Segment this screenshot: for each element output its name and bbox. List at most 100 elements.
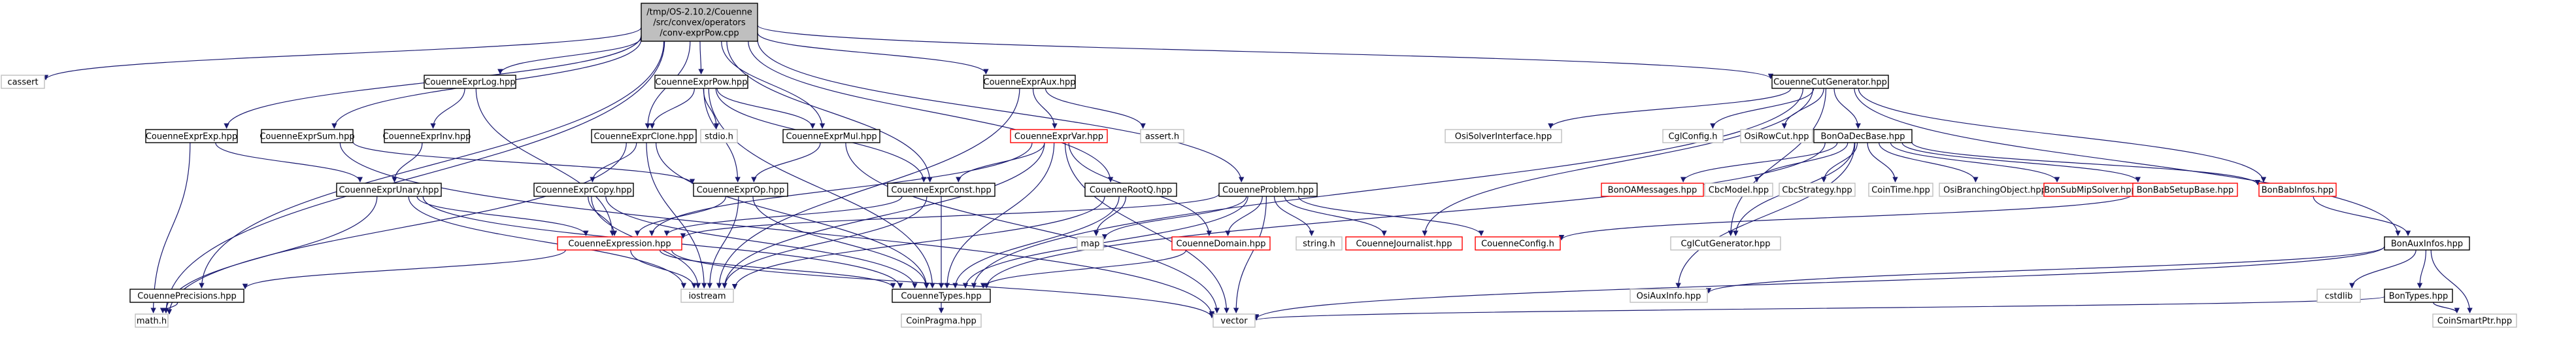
edge-bonOaDec-to-types (984, 142, 1826, 289)
node-journalist[interactable]: CouenneJournalist.hpp (1345, 236, 1463, 251)
node-mathh-label: math.h (137, 317, 167, 327)
edge-problem-to-config (1297, 196, 1484, 236)
node-journalist-label: CouenneJournalist.hpp (1356, 239, 1452, 249)
edge-root-to-precisions (199, 41, 665, 289)
edge-exprPow-to-exprClone (649, 88, 695, 129)
node-cbcStrategy: CbcStrategy.hpp (1779, 183, 1856, 197)
node-bonOaMsg[interactable]: BonOAMessages.hpp (1601, 183, 1704, 197)
edge-exprClone-to-iostream (646, 142, 707, 289)
node-root[interactable]: /tmp/OS-2.10.2/Couenne/src/convex/operat… (641, 3, 758, 42)
edge-problem-to-expression (680, 193, 1220, 239)
edge-bonAuxInfos-to-bonTypes (2417, 249, 2426, 289)
node-stringh-box (1296, 236, 1343, 251)
node-bonAuxInfos[interactable]: BonAuxInfos.hpp (2384, 236, 2470, 251)
edge-exprPow-to-exprMul (716, 88, 816, 129)
node-exprExp[interactable]: CouenneExprExp.hpp (145, 129, 238, 143)
node-precisions-box (129, 289, 244, 303)
node-stdio-label: stdio.h (705, 132, 733, 142)
node-root-label: /tmp/OS-2.10.2/Couenne (646, 8, 752, 18)
node-exprPow[interactable]: CouenneExprPow.hpp (654, 75, 748, 89)
node-cassert: cassert (1, 75, 45, 89)
node-types-label: CouenneTypes.hpp (901, 292, 981, 302)
edge-root-to-exprAux (757, 32, 989, 75)
edge-exprVar-to-iostream (722, 142, 1045, 289)
node-exprSum[interactable]: CouenneExprSum.hpp (259, 129, 355, 143)
edge-bonAuxInfos-to-cstdlib (2349, 249, 2417, 289)
node-cutGen-label: CouenneCutGenerator.hpp (1773, 78, 1887, 88)
edge-problem-to-stringh (1273, 196, 1314, 236)
node-config[interactable]: CouenneConfig.h (1475, 236, 1561, 251)
node-coinSmart-box (2432, 313, 2517, 328)
dependency-edges (42, 25, 2473, 321)
edge-exprConst-to-iostream (722, 196, 928, 289)
edge-domain-to-types (980, 249, 1187, 289)
node-exprClone-box (591, 129, 697, 143)
node-exprSum-box (261, 129, 354, 143)
node-exprMul[interactable]: CouenneExprMul.hpp (782, 129, 880, 143)
edge-expression-to-types (659, 249, 896, 289)
node-exprExp-label: CouenneExprExp.hpp (146, 132, 237, 142)
node-osiAux: OsiAuxInfo.hpp (1630, 289, 1708, 303)
edge-exprOp-to-expression (634, 196, 727, 236)
node-rootQ-label: CouenneRootQ.hpp (1090, 186, 1172, 196)
node-config-label: CouenneConfig.h (1481, 239, 1554, 249)
node-cglCutGen-label: CglCutGenerator.hpp (1681, 239, 1770, 249)
node-cbcModel-label: CbcModel.hpp (1709, 186, 1769, 196)
edge-bonOaDec-to-bonBabSetup (1901, 142, 2141, 183)
node-stdio-box (700, 129, 738, 143)
edge-exprPow-to-types (708, 88, 935, 289)
node-bonSubMip[interactable]: BonSubMipSolver.hpp (2043, 183, 2137, 197)
node-exprAux[interactable]: CouenneExprAux.hpp (983, 75, 1076, 89)
edge-exprLog-to-exprInv (430, 88, 465, 129)
node-osiSolver-label: OsiSolverInterface.hpp (1455, 132, 1552, 142)
node-coinTime-box (1868, 183, 1933, 197)
node-bonBabSetup-box (2132, 183, 2238, 197)
node-bonBabSetup[interactable]: BonBabSetupBase.hpp (2132, 183, 2238, 197)
node-exprLog[interactable]: CouenneExprLog.hpp (424, 75, 516, 89)
node-rootQ[interactable]: CouenneRootQ.hpp (1084, 183, 1177, 197)
node-exprPow-label: CouenneExprPow.hpp (656, 78, 748, 88)
node-bonOaMsg-box (1601, 183, 1704, 197)
edge-rootQ-to-iostream (731, 196, 1105, 290)
node-precisions[interactable]: CouennePrecisions.hpp (129, 289, 244, 303)
node-stringh-label: string.h (1303, 239, 1335, 249)
node-coinSmart: CoinSmartPtr.hpp (2432, 313, 2517, 328)
node-domain[interactable]: CouenneDomain.hpp (1171, 236, 1271, 251)
node-exprUnary[interactable]: CouenneExprUnary.hpp (336, 183, 442, 197)
node-exprOp[interactable]: CouenneExprOp.hpp (693, 183, 788, 197)
edge-exprAux-to-iostream (716, 88, 1020, 289)
node-exprConst[interactable]: CouenneExprConst.hpp (887, 183, 995, 197)
edge-problem-to-domain (1225, 196, 1263, 236)
node-cutGen[interactable]: CouenneCutGenerator.hpp (1771, 75, 1889, 89)
node-exprCopy[interactable]: CouenneExprCopy.hpp (533, 183, 634, 197)
node-exprVar[interactable]: CouenneExprVar.hpp (1010, 129, 1108, 143)
node-assert-box (1140, 129, 1184, 143)
node-exprClone[interactable]: CouenneExprClone.hpp (591, 129, 697, 143)
node-exprAux-label: CouenneExprAux.hpp (984, 78, 1076, 88)
node-exprCopy-box (533, 183, 634, 197)
node-bonAuxInfos-label: BonAuxInfos.hpp (2391, 239, 2463, 249)
node-journalist-box (1345, 236, 1463, 251)
node-domain-label: CouenneDomain.hpp (1176, 239, 1265, 249)
edge-root-to-mathh (163, 41, 665, 313)
node-bonOaDec[interactable]: BonOaDecBase.hpp (1813, 129, 1913, 143)
node-mathh-box (135, 313, 169, 328)
edge-root-to-cutGen (757, 25, 1773, 80)
node-bonBabInfos[interactable]: BonBabInfos.hpp (2258, 183, 2337, 197)
node-cglConfig-label: CglConfig.h (1668, 132, 1717, 142)
node-problem[interactable]: CouenneProblem.hpp (1218, 183, 1318, 197)
node-bonTypes[interactable]: BonTypes.hpp (2384, 289, 2453, 303)
node-root-label: /src/convex/operators (653, 18, 746, 28)
node-exprOp-label: CouenneExprOp.hpp (697, 186, 785, 196)
node-exprInv-label: CouenneExprInv.hpp (383, 132, 471, 142)
edge-root-to-problem (757, 39, 1245, 183)
node-types[interactable]: CouenneTypes.hpp (892, 289, 991, 303)
edge-cutGen-to-osiSolver (1548, 88, 1792, 129)
edge-problem-to-vector (1233, 196, 1267, 313)
node-exprInv[interactable]: CouenneExprInv.hpp (383, 129, 471, 143)
node-osiBranch: OsiBranchingObject.hpp (1939, 183, 2051, 197)
edge-exprAux-to-assert (1045, 88, 1146, 129)
node-osiRowCut: OsiRowCut.hpp (1740, 129, 1813, 143)
node-expression[interactable]: CouenneExpression.hpp (557, 236, 682, 251)
